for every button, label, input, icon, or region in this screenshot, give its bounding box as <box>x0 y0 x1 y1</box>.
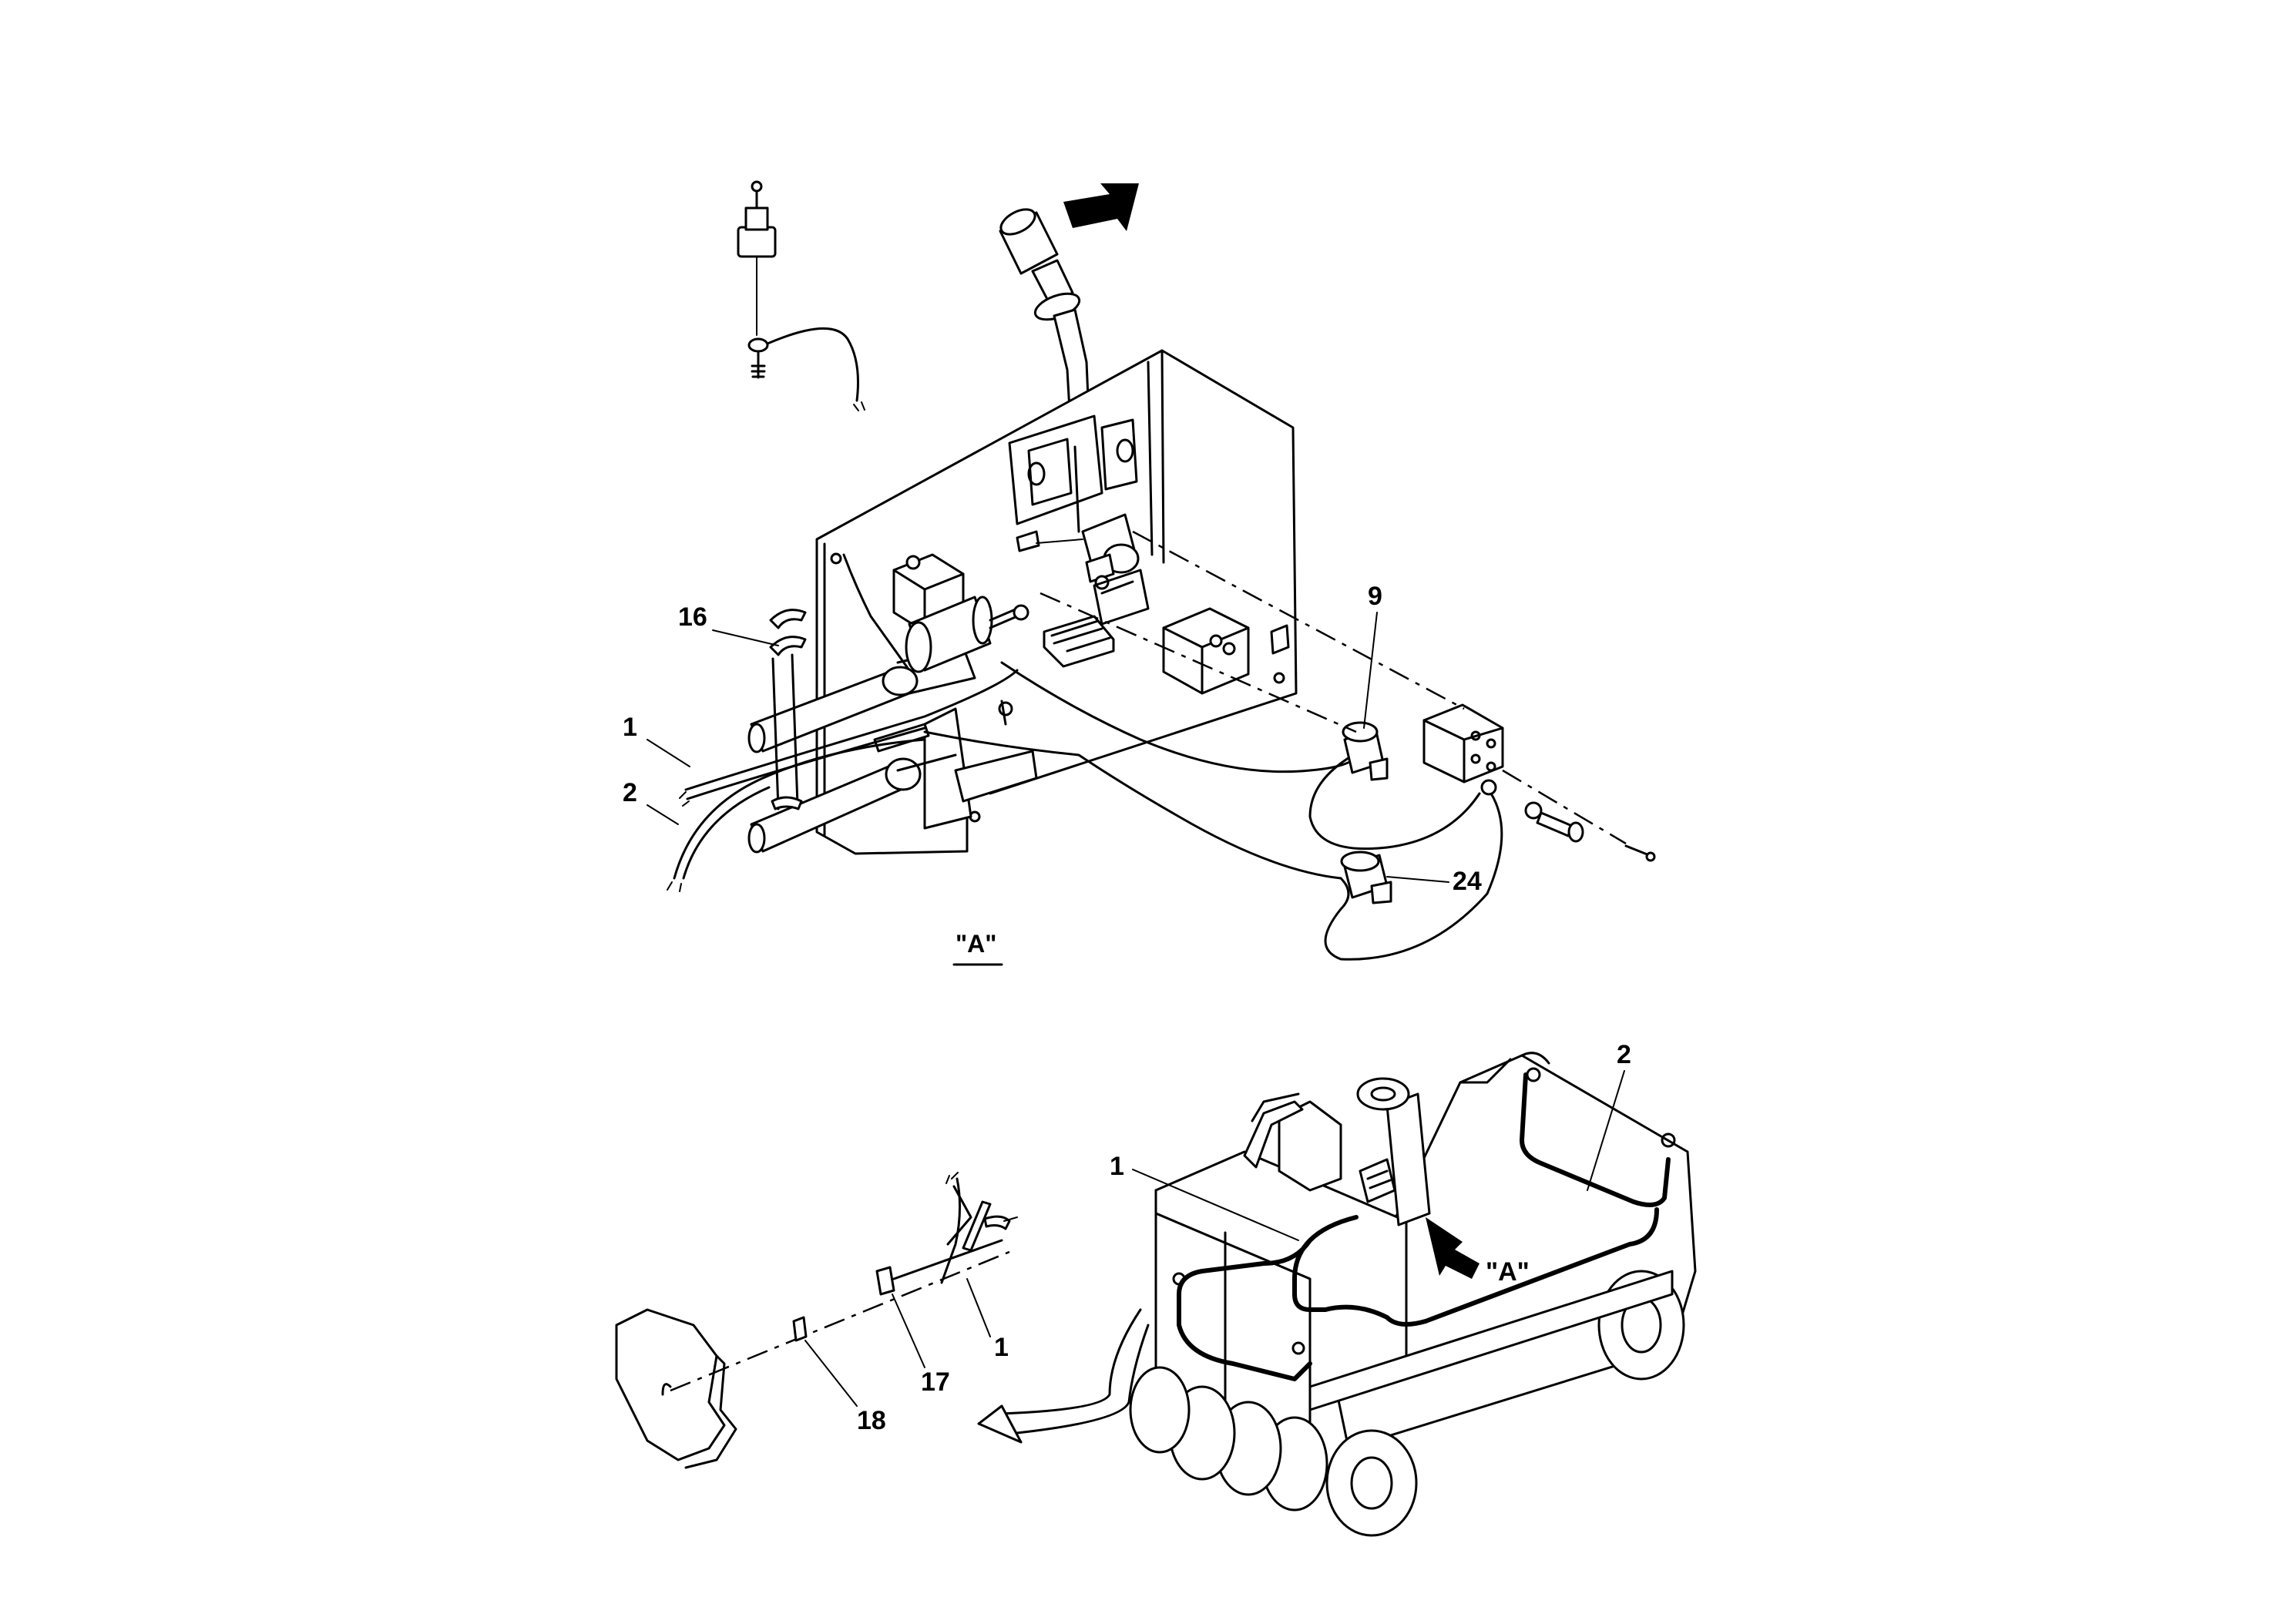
svg-text:9: 9 <box>1368 582 1382 611</box>
svg-text:1: 1 <box>623 713 637 742</box>
svg-text:24: 24 <box>1453 867 1482 896</box>
svg-text:"A": "A" <box>956 930 996 958</box>
view-arrow-icon <box>1426 1217 1480 1279</box>
svg-text:16: 16 <box>678 602 707 632</box>
svg-text:"A": "A" <box>1486 1257 1530 1287</box>
view-arrow: "A" <box>1426 1217 1530 1287</box>
wire-harness-overview <box>1177 1072 1671 1381</box>
svg-text:1: 1 <box>994 1333 1009 1362</box>
direction-arrow <box>1063 183 1139 231</box>
switch-block <box>1016 513 1140 590</box>
toggle-switch <box>737 180 865 411</box>
callout-2-top: 2 <box>623 778 679 825</box>
callout-16: 16 <box>678 602 779 646</box>
detail-curved-arrow <box>977 1308 1150 1444</box>
suppressor-9 <box>1342 721 1389 781</box>
suppressor-24 <box>1340 851 1392 904</box>
svg-text:2: 2 <box>1617 1040 1631 1069</box>
terminal-block <box>1422 703 1504 783</box>
dashed-leaders-top <box>1040 530 1627 845</box>
hydraulic-cylinder <box>905 596 1029 673</box>
lever-gate <box>1008 414 1138 533</box>
block-arrow-icon <box>1063 183 1139 231</box>
callout-17: 17 <box>892 1293 950 1397</box>
callout-9: 9 <box>1363 582 1382 729</box>
callout-2-bottom: 2 <box>1587 1040 1631 1191</box>
roller-machine <box>1129 1052 1697 1537</box>
callout-18: 18 <box>804 1340 886 1435</box>
ground-screw <box>1480 779 1656 862</box>
svg-text:2: 2 <box>623 778 637 807</box>
fuse-holder <box>1043 569 1150 668</box>
svg-text:17: 17 <box>921 1367 950 1397</box>
callout-24: 24 <box>1386 867 1482 896</box>
svg-text:18: 18 <box>857 1406 886 1435</box>
callout-1-left: 1 <box>966 1278 1009 1362</box>
wire-harness-top <box>667 661 1503 961</box>
callout-1-bottom: 1 <box>1110 1152 1299 1241</box>
svg-text:1: 1 <box>1110 1152 1124 1181</box>
callout-1-top: 1 <box>623 713 690 767</box>
hose-clamp-16 <box>769 609 807 810</box>
section-label-a: "A" <box>952 930 1003 966</box>
relay-right <box>1162 607 1290 695</box>
steering-tubes <box>747 646 976 854</box>
detail-bracket <box>615 1172 1018 1469</box>
